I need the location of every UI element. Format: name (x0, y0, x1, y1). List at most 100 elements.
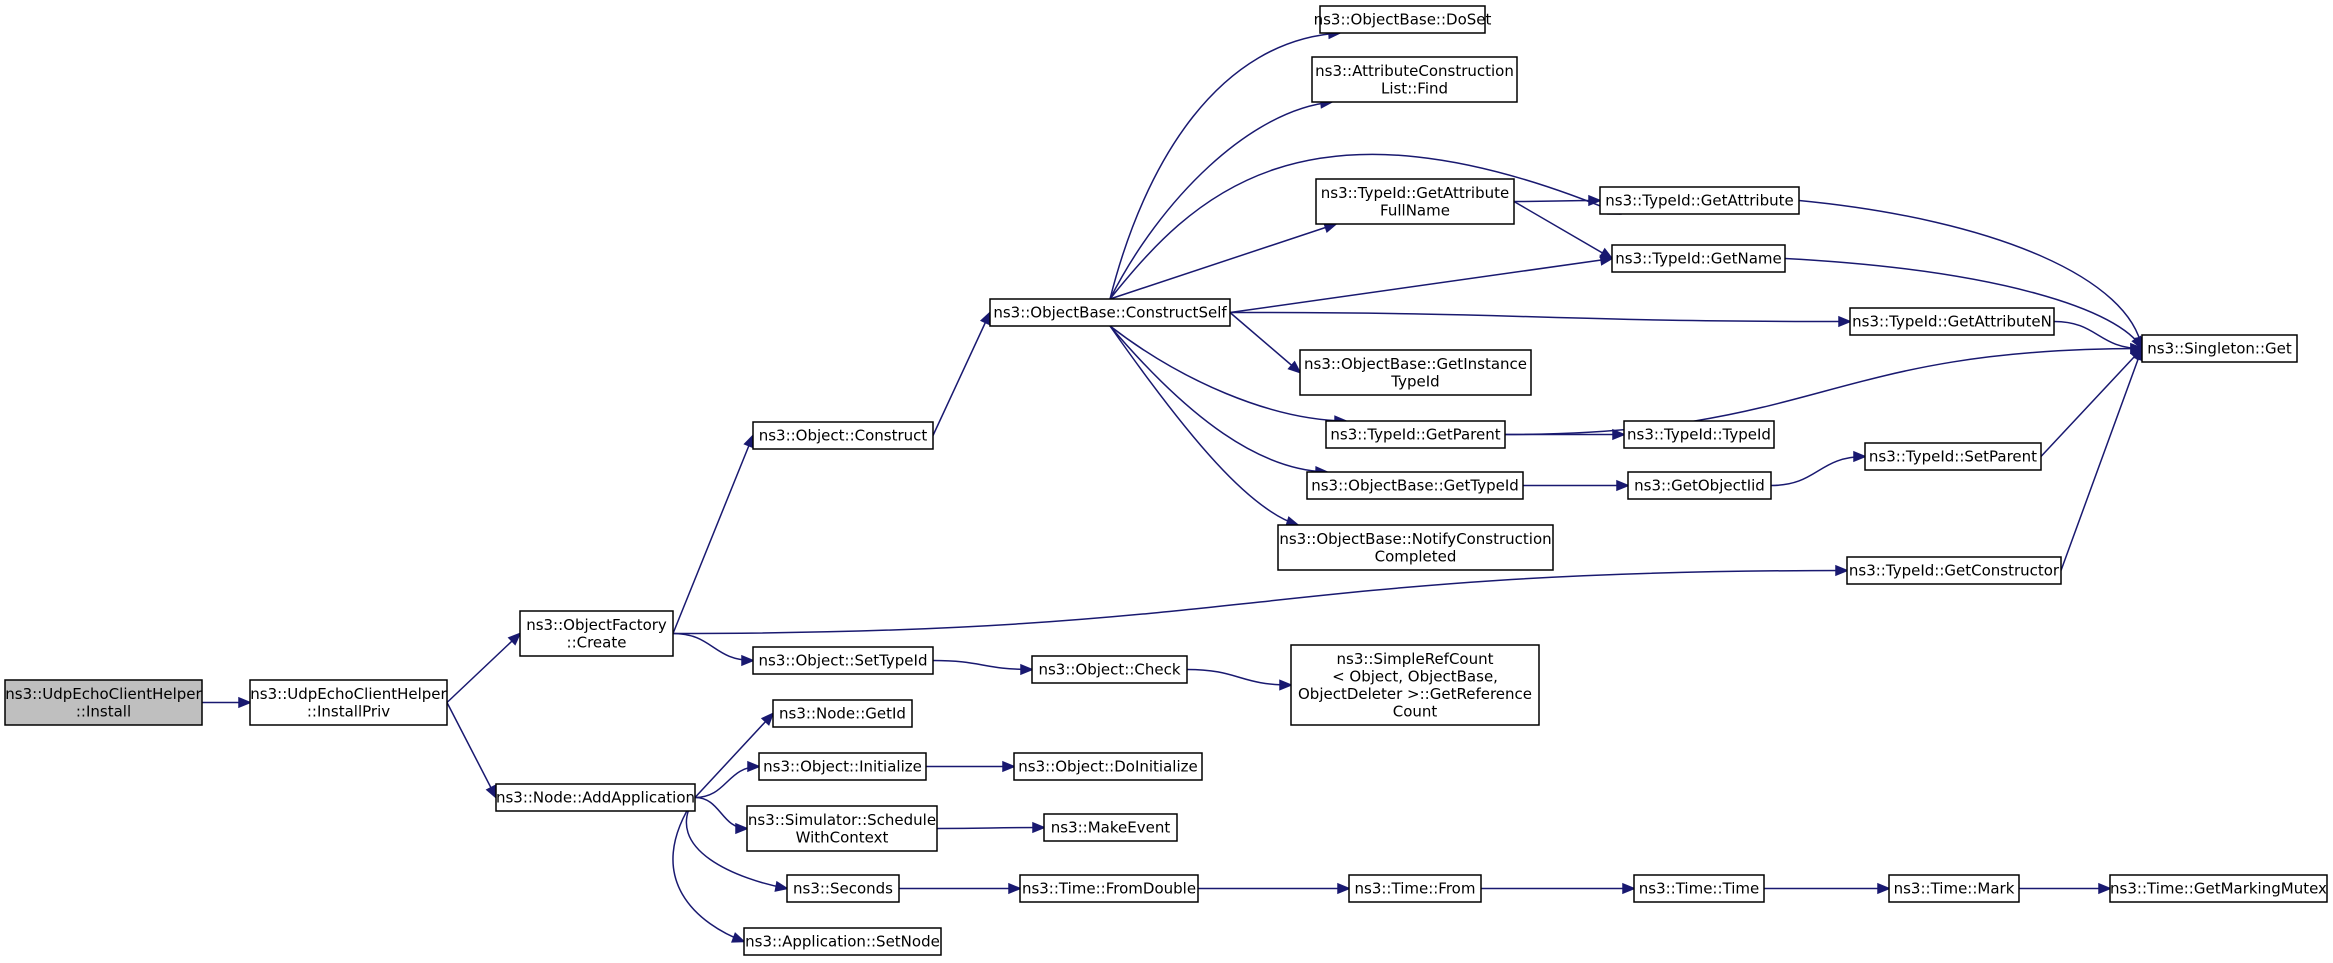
node-objbase-constructself[interactable]: ns3::ObjectBase::ConstructSelf (989, 298, 1231, 327)
node-node-getid[interactable]: ns3::Node::GetId (772, 699, 913, 728)
node-object-construct[interactable]: ns3::Object::Construct (752, 421, 934, 450)
node-label: ns3::Time::Mark (1894, 880, 2015, 898)
node-label: ns3::AttributeConstruction (1315, 62, 1514, 80)
node-label: ns3::Object::DoInitialize (1018, 758, 1197, 776)
node-label: ns3::Object::SetTypeId (759, 652, 928, 670)
node-object-check[interactable]: ns3::Object::Check (1031, 655, 1188, 684)
node-label: ns3::UdpEchoClientHelper (250, 685, 447, 703)
node-label: Count (1393, 702, 1438, 720)
node-label: ns3::Time::From (1355, 880, 1476, 898)
node-typeid-getattributen[interactable]: ns3::TypeId::GetAttributeN (1849, 307, 2055, 336)
node-label: ns3::UdpEchoClientHelper (5, 685, 202, 703)
node-typeid-getname[interactable]: ns3::TypeId::GetName (1611, 244, 1786, 273)
edge-arrow (2040, 347, 2144, 458)
node-label: TypeId (1390, 372, 1439, 390)
node-box (1599, 186, 1800, 215)
node-typeid-typeid[interactable]: ns3::TypeId::TypeId (1623, 420, 1775, 449)
node-label: ns3::Node::AddApplication (496, 789, 695, 807)
node-getobjectiid[interactable]: ns3::GetObjectIid (1627, 471, 1772, 500)
node-object-settypeid[interactable]: ns3::Object::SetTypeId (752, 646, 934, 675)
node-time-time[interactable]: ns3::Time::Time (1633, 874, 1765, 903)
node-app-setnode[interactable]: ns3::Application::SetNode (743, 927, 942, 956)
node-object-doinitialize[interactable]: ns3::Object::DoInitialize (1013, 752, 1203, 781)
node-label: ns3::Time::GetMarkingMutex (2110, 880, 2327, 898)
node-simplerefcount[interactable]: ns3::SimpleRefCount< Object, ObjectBase,… (1290, 644, 1540, 726)
node-seconds[interactable]: ns3::Seconds (786, 874, 900, 903)
edge-arrow (1504, 342, 2144, 436)
node-time-mark[interactable]: ns3::Time::Mark (1888, 874, 2020, 903)
node-box (1306, 471, 1524, 500)
node-box (4, 679, 203, 726)
node-makeevent[interactable]: ns3::MakeEvent (1043, 813, 1178, 842)
node-label: ns3::Application::SetNode (745, 933, 940, 951)
nodes-layer: ns3::UdpEchoClientHelper::Installns3::Ud… (4, 5, 2328, 956)
edge-arrow (672, 433, 754, 634)
node-box (1299, 349, 1532, 396)
node-label: ::InstallPriv (307, 702, 390, 720)
node-time-from[interactable]: ns3::Time::From (1348, 874, 1482, 903)
edge-arrow (672, 564, 1849, 635)
node-box (1633, 874, 1765, 903)
node-typeid-getattribute[interactable]: ns3::TypeId::GetAttribute (1599, 186, 1800, 215)
node-typeid-getconstructor[interactable]: ns3::TypeId::GetConstructor (1846, 556, 2062, 585)
node-singleton-get[interactable]: ns3::Singleton::Get (2141, 334, 2298, 363)
edge-arrow (1229, 254, 1614, 314)
node-label: WithContext (796, 828, 889, 846)
node-label: ObjectDeleter >::GetReference (1298, 685, 1532, 703)
edge-arrow (1229, 311, 1852, 328)
node-objbase-doset[interactable]: ns3::ObjectBase::DoSet (1314, 5, 1492, 34)
node-label: ns3::MakeEvent (1051, 819, 1171, 837)
edge-arrow (685, 797, 789, 892)
edge-arrow (1197, 882, 1351, 895)
node-box (249, 679, 448, 726)
edge-arrow (1513, 194, 1602, 207)
node-time-fromdouble[interactable]: ns3::Time::FromDouble (1019, 874, 1199, 903)
node-box (752, 421, 934, 450)
node-box (1290, 644, 1540, 726)
node-label: ns3::Simulator::Schedule (748, 811, 936, 829)
edge-arrow (446, 632, 522, 704)
node-box (1277, 524, 1554, 571)
node-install-priv[interactable]: ns3::UdpEchoClientHelper::InstallPriv (249, 679, 448, 726)
edge-arrow (1186, 668, 1293, 691)
edge-arrow (932, 659, 1034, 676)
edge-arrow (1109, 325, 1300, 527)
node-box (743, 927, 942, 956)
node-box (989, 298, 1231, 327)
node-label: ns3::SimpleRefCount (1337, 650, 1494, 668)
edge-arrow (1109, 222, 1338, 300)
node-node-addapp[interactable]: ns3::Node::AddApplication (495, 783, 696, 812)
node-objbase-notify[interactable]: ns3::ObjectBase::NotifyConstructionCompl… (1277, 524, 1554, 571)
node-box (1325, 420, 1506, 449)
node-factory-create[interactable]: ns3::ObjectFactory::Create (519, 610, 674, 657)
node-label: ns3::Time::FromDouble (1022, 880, 1196, 898)
node-box (758, 752, 927, 781)
node-label: ns3::TypeId::GetConstructor (1849, 562, 2060, 580)
edge-arrow (932, 310, 991, 436)
node-udp-install[interactable]: ns3::UdpEchoClientHelper::Install (4, 679, 203, 726)
node-label: ns3::Singleton::Get (2147, 340, 2292, 358)
node-typeid-setparent[interactable]: ns3::TypeId::SetParent (1864, 442, 2042, 471)
node-typeid-getparent[interactable]: ns3::TypeId::GetParent (1325, 420, 1506, 449)
node-object-initialize[interactable]: ns3::Object::Initialize (758, 752, 927, 781)
node-box (1623, 420, 1775, 449)
node-label: < Object, ObjectBase, (1332, 667, 1498, 685)
node-label: ns3::TypeId::TypeId (1627, 426, 1771, 444)
node-box (1627, 471, 1772, 500)
node-label: ns3::TypeId::GetName (1615, 250, 1781, 268)
node-box (752, 646, 934, 675)
node-label: ns3::GetObjectIid (1634, 477, 1765, 495)
edge-arrow (446, 702, 497, 800)
node-label: ns3::TypeId::GetAttribute (1321, 184, 1509, 202)
node-box (1315, 178, 1515, 225)
node-time-getmarkingmutex[interactable]: ns3::Time::GetMarkingMutex (2109, 874, 2328, 903)
node-label: ns3::ObjectBase::GetInstance (1304, 355, 1527, 373)
edge-arrow (694, 712, 775, 799)
node-objbase-gettypeid[interactable]: ns3::ObjectBase::GetTypeId (1306, 471, 1524, 500)
node-box (1319, 5, 1486, 34)
